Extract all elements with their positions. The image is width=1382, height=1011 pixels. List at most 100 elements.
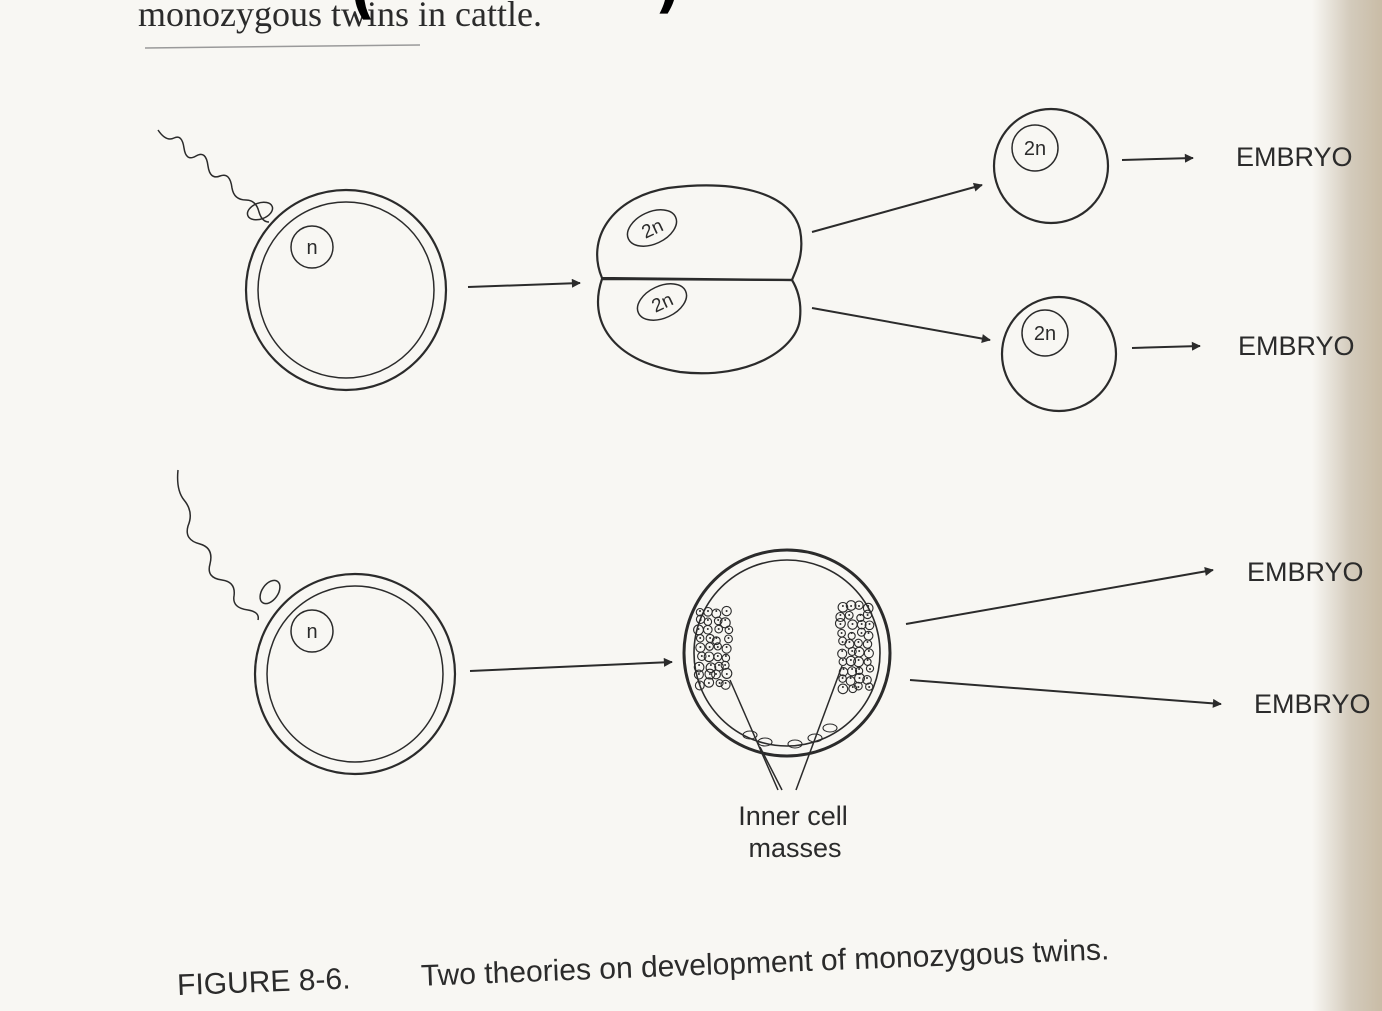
cell-nucleus-dot [727, 637, 730, 639]
cell-nucleus-dot [858, 677, 861, 679]
cell-nucleus-dot [717, 628, 720, 630]
page-edge-shadow [1312, 0, 1382, 1011]
caption-number: FIGURE 8-6. [177, 962, 352, 1002]
cell-blob [704, 668, 716, 680]
cell-blob [721, 643, 732, 654]
nucleus-n-label-top: n [306, 237, 317, 259]
cell-blob [694, 680, 705, 691]
cell-blob [713, 616, 723, 626]
cell-blob [835, 611, 846, 623]
cell-nucleus-dot [841, 659, 844, 661]
cell-nucleus-dot [857, 641, 860, 643]
cell-nucleus-dot [851, 623, 854, 625]
cell-lower [597, 277, 802, 375]
cell-nucleus-dot [850, 605, 853, 607]
cell-nucleus-dot [866, 614, 869, 616]
egg-outer-membrane-bottom [253, 572, 457, 776]
cell-nucleus-dot [849, 659, 852, 661]
nucleus-n-label-bottom: n [306, 621, 317, 643]
blastocyst-outer-wall [682, 548, 892, 758]
cell-nucleus-dot [841, 650, 844, 652]
cell-nucleus-dot [699, 619, 702, 621]
nucleus-2n-cell-a-label: 2n [1024, 138, 1046, 160]
arrow-split-to-cell-b [811, 307, 991, 343]
sperm-top [157, 129, 274, 223]
cell-nucleus-dot [706, 628, 709, 630]
bottom-theory-row: n Inner cell masses EMBRYO EMBRYO [176, 469, 1371, 863]
embryo-label-1: EMBRYO [1236, 142, 1353, 172]
cell-nucleus-dot [851, 668, 854, 670]
cell-nucleus-dot [858, 668, 861, 670]
arrow-egg-to-split [467, 278, 581, 288]
cell-nucleus-dot [848, 614, 851, 616]
cell-blob [837, 683, 849, 695]
cell-blob [834, 617, 846, 629]
blastocyst-inner-wall [693, 559, 881, 747]
arrow-egg-to-blastocyst [469, 657, 673, 672]
blastocyst-wall-cells [742, 723, 838, 749]
cell-nucleus-dot [869, 668, 871, 670]
cell-blob [854, 681, 863, 691]
cell-blob [714, 624, 724, 634]
wall-cell [807, 733, 823, 743]
cell-b-outline [1000, 295, 1118, 413]
nucleus-n-bottom [290, 609, 334, 653]
cell-blob [837, 601, 849, 613]
cell-nucleus-dot [699, 637, 702, 639]
cell-nucleus-dot [707, 682, 710, 684]
cell-nucleus-dot [866, 677, 868, 679]
cell-nucleus-dot [706, 619, 709, 621]
cell-nucleus-dot [708, 646, 711, 648]
cell-nucleus-dot [867, 605, 870, 607]
cell-nucleus-dot [839, 623, 842, 625]
cell-nucleus-dot [860, 623, 863, 625]
cell-nucleus-dot [724, 619, 727, 621]
cell-nucleus-dot [715, 673, 717, 675]
cell-nucleus-dot [718, 664, 720, 666]
cell-blob [865, 664, 875, 673]
nucleus-n-top [290, 225, 334, 269]
cell-blob [853, 638, 863, 648]
cell-blob [705, 642, 714, 651]
egg-bottom: n [253, 572, 457, 776]
cell-nucleus-dot [699, 610, 701, 612]
cell-nucleus-dot [841, 605, 844, 607]
overlay-glyph-right: ) [655, 0, 681, 20]
sperm-tail-top [157, 129, 270, 223]
separated-cell-b: 2n [1000, 295, 1118, 413]
cell-blob [703, 677, 715, 688]
cell-nucleus-dot [851, 686, 854, 688]
cell-blob [705, 662, 717, 674]
wall-cell [757, 737, 773, 747]
cell-blob [713, 642, 722, 651]
cell-nucleus-dot [715, 610, 718, 612]
cell-nucleus-dot [858, 605, 860, 607]
overlay-glyph-left: ( [350, 0, 376, 26]
sperm-head-bottom [259, 579, 281, 605]
cell-blob [865, 682, 874, 691]
nucleus-2n-lower [636, 283, 688, 321]
arrow-cell-b-to-embryo [1131, 341, 1201, 351]
cell-blob [847, 646, 857, 656]
cell-nucleus-dot [718, 682, 721, 684]
embryo-label-2: EMBRYO [1238, 331, 1355, 361]
cell-nucleus-dot [716, 646, 719, 648]
embryo-label-4: EMBRYO [1254, 689, 1371, 719]
egg-inner-membrane-bottom [266, 585, 444, 763]
cell-nucleus-dot [868, 623, 871, 625]
cell-nucleus-dot [867, 650, 870, 652]
cell-nucleus-dot [841, 641, 844, 643]
cell-blob [854, 672, 865, 684]
cell-blob [702, 624, 713, 635]
cell-nucleus-dot [866, 641, 869, 643]
cell-nucleus-dot [697, 628, 700, 630]
cell-blob [856, 619, 867, 630]
cell-nucleus-dot [715, 637, 718, 639]
cell-nucleus-dot [708, 655, 710, 657]
cell-nucleus-dot [841, 677, 844, 679]
cell-nucleus-dot [850, 632, 853, 634]
cell-nucleus-dot [859, 614, 862, 616]
cell-nucleus-dot [709, 637, 712, 639]
cell-blob [721, 667, 733, 679]
cell-blob [845, 600, 857, 611]
